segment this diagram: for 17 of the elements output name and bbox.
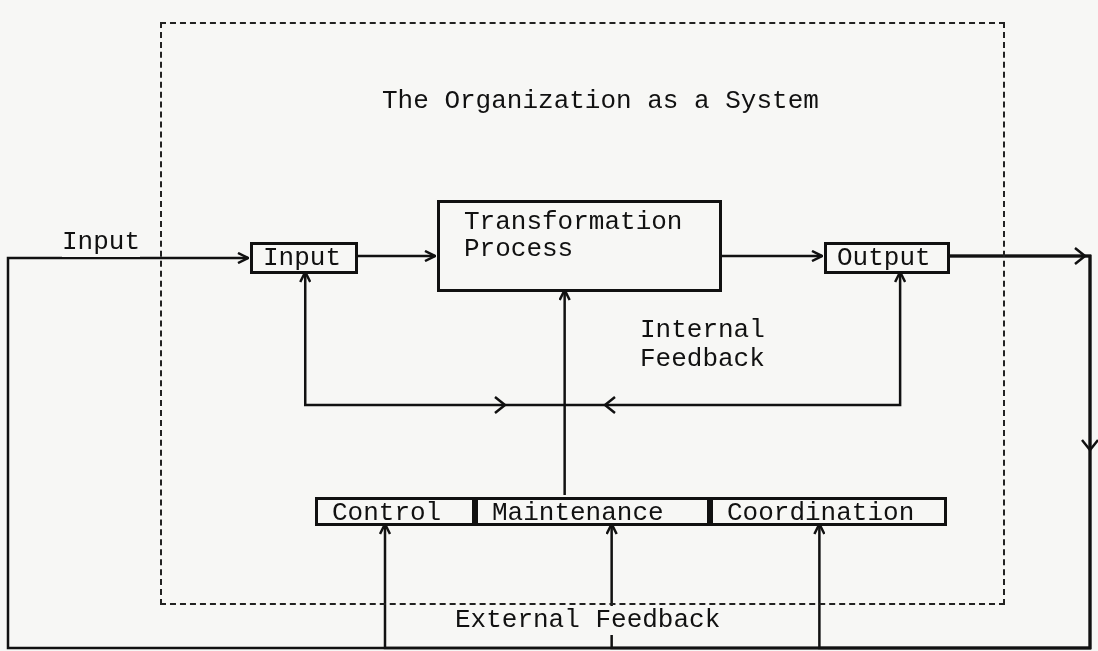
box-label: Input — [263, 245, 341, 273]
process-box — [437, 200, 722, 292]
arrow — [720, 249, 824, 263]
process-box — [824, 242, 950, 274]
process-box — [475, 497, 710, 526]
process-box — [710, 497, 947, 526]
arrow — [813, 254, 1092, 650]
box-label: Output — [837, 245, 931, 273]
process-box — [250, 242, 358, 274]
process-box — [315, 497, 475, 526]
system-label: The Organization as a System — [382, 88, 819, 116]
box-label: Control — [332, 500, 442, 528]
arrow — [356, 249, 437, 263]
box-label: Maintenance — [492, 500, 664, 528]
box-label: Transformation Process — [464, 209, 684, 264]
box-label: Coordination — [727, 500, 915, 528]
annotation-label: External Feedback — [455, 606, 721, 635]
